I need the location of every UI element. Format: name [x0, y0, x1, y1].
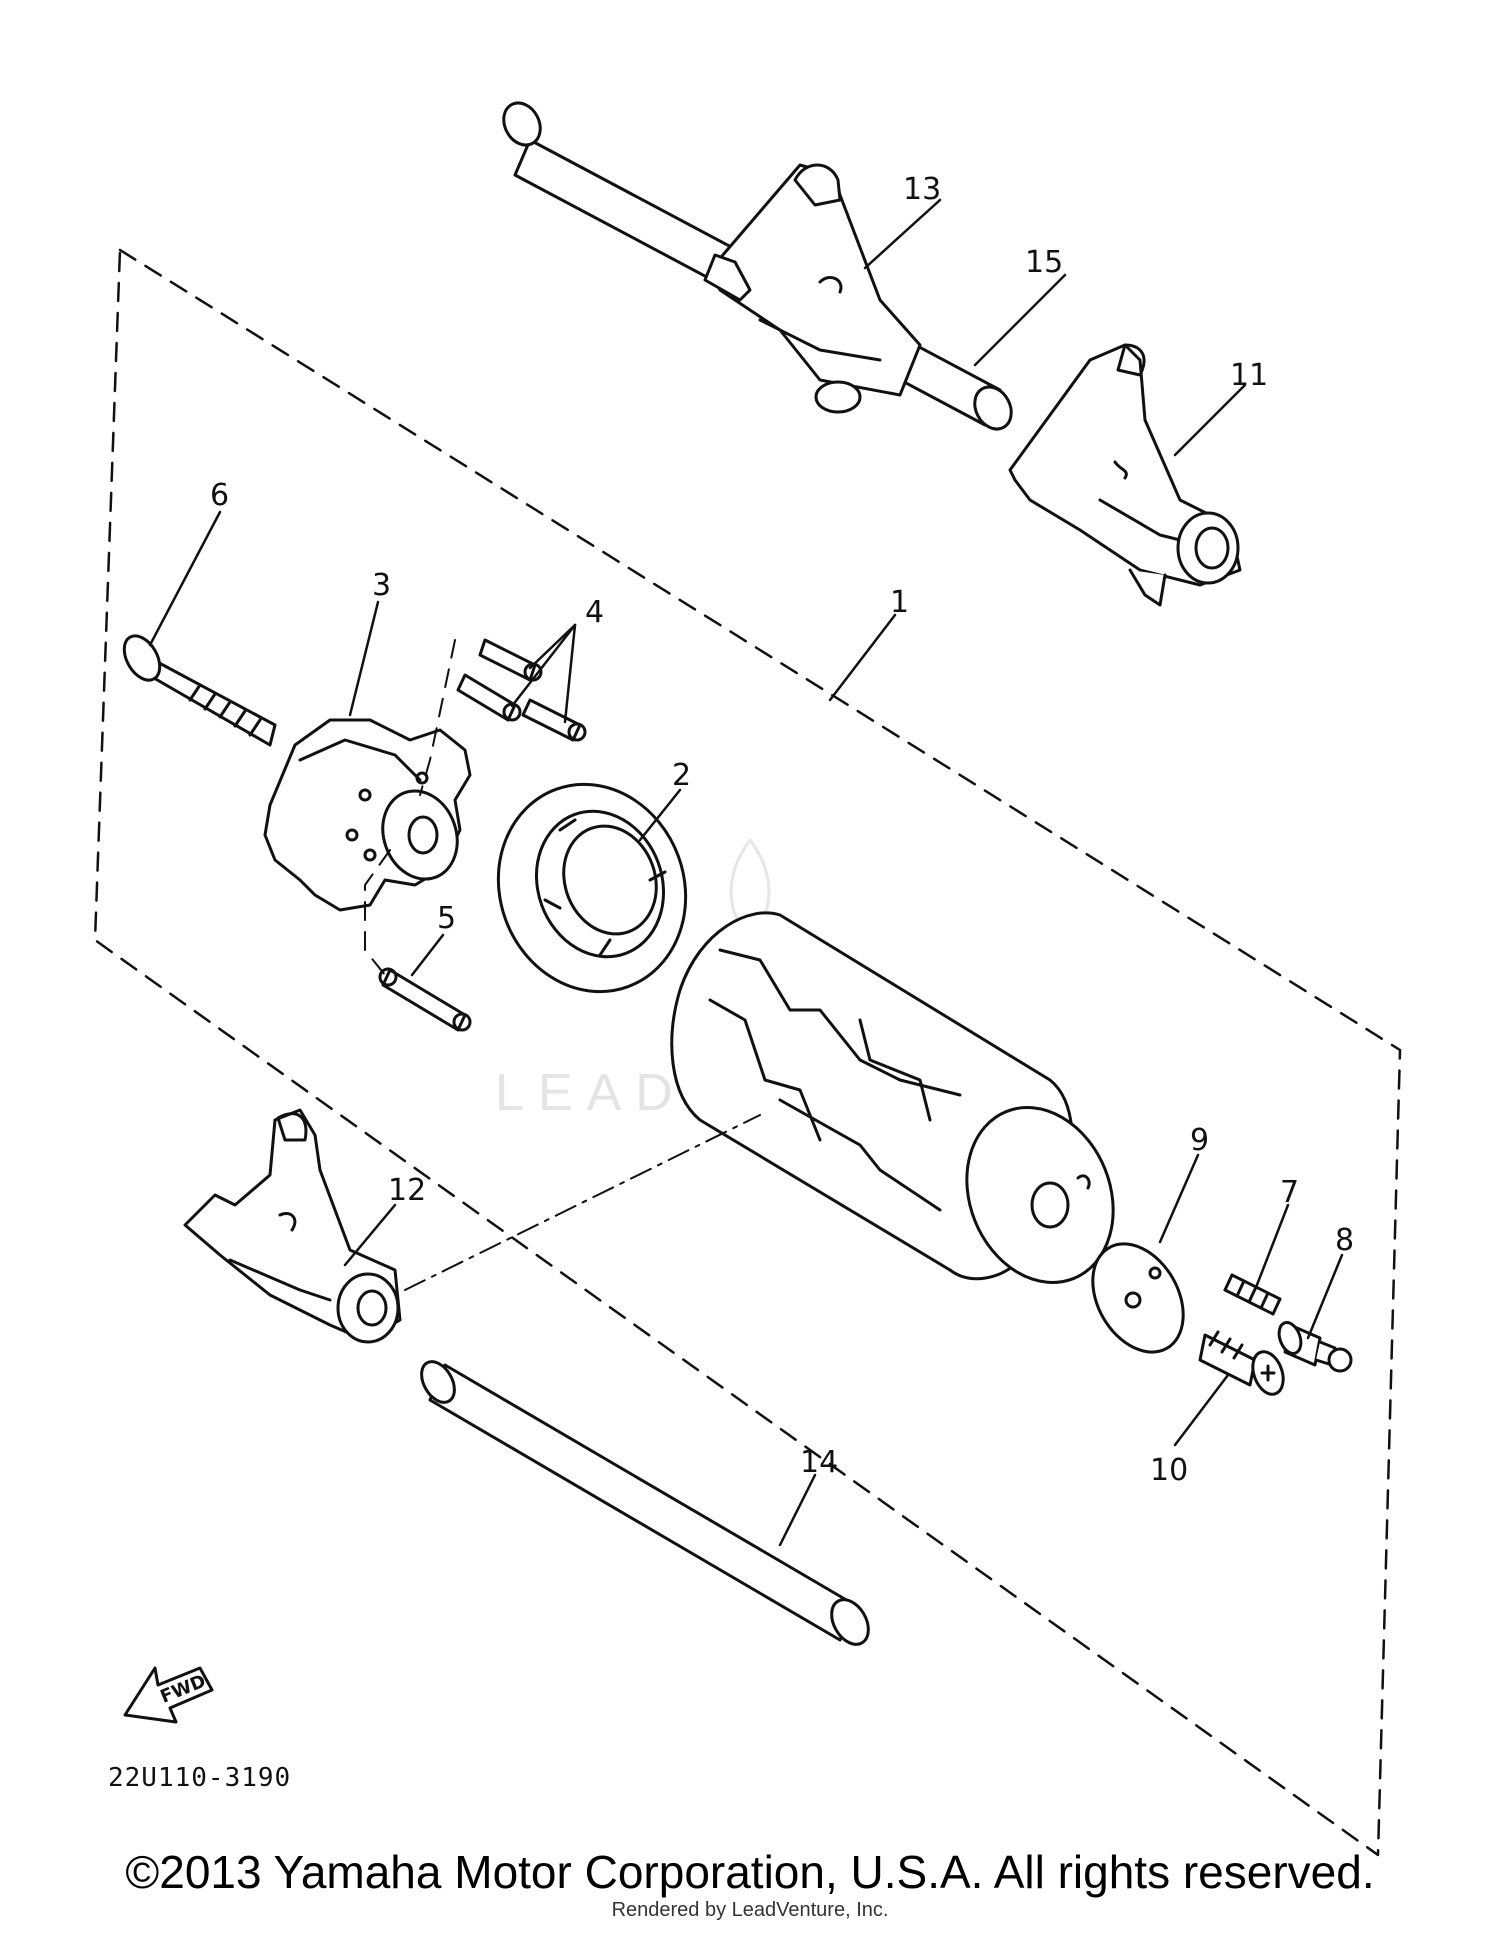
callout-10: 10	[1150, 1453, 1188, 1488]
callout-13: 13	[903, 172, 941, 207]
callout-15: 15	[1025, 245, 1063, 280]
assembly-outline	[93, 248, 1402, 1857]
callout-12: 12	[388, 1173, 426, 1208]
part-2-bearing	[496, 782, 688, 994]
part-4-pins	[456, 638, 587, 742]
part-11-shift-fork	[1008, 343, 1242, 607]
callout-3: 3	[372, 568, 391, 603]
part-5-pin	[378, 967, 472, 1032]
callout-1: 1	[890, 585, 909, 620]
callout-11: 11	[1230, 358, 1268, 393]
copyright-notice: ©2013 Yamaha Motor Corporation, U.S.A. A…	[125, 1846, 1375, 1898]
callout-9: 9	[1190, 1123, 1209, 1158]
part-8-plunger	[1277, 1321, 1353, 1373]
part-13-shift-fork	[703, 163, 922, 414]
callout-8: 8	[1335, 1223, 1354, 1258]
callout-5: 5	[437, 901, 456, 936]
alignment-line	[404, 1114, 761, 1291]
part-3-segment	[263, 718, 472, 912]
callout-leaders	[148, 198, 1344, 1547]
callout-4: 4	[585, 595, 604, 630]
part-10-screw	[1198, 1330, 1285, 1396]
callout-7: 7	[1280, 1175, 1299, 1210]
part-6-bolt	[122, 634, 277, 747]
part-code: 22U110-3190	[108, 1763, 291, 1793]
part-12-shift-fork	[183, 1108, 402, 1344]
rendered-by-notice: Rendered by LeadVenture, Inc.	[611, 1899, 889, 1921]
fwd-arrow-icon: FWD	[123, 1666, 214, 1724]
part-9-plate	[1091, 1242, 1185, 1354]
part-1-shift-drum	[670, 911, 1115, 1284]
pin-guide-line	[364, 639, 456, 976]
callout-labels: 13 15 11 6 3 4 1 2 5 9 7 8 10 12 14	[210, 172, 1354, 1488]
part-14-shaft	[420, 1360, 870, 1646]
callout-2: 2	[672, 758, 691, 793]
callout-14: 14	[800, 1445, 838, 1480]
part-7-spring	[1223, 1273, 1282, 1316]
callout-6: 6	[210, 478, 229, 513]
